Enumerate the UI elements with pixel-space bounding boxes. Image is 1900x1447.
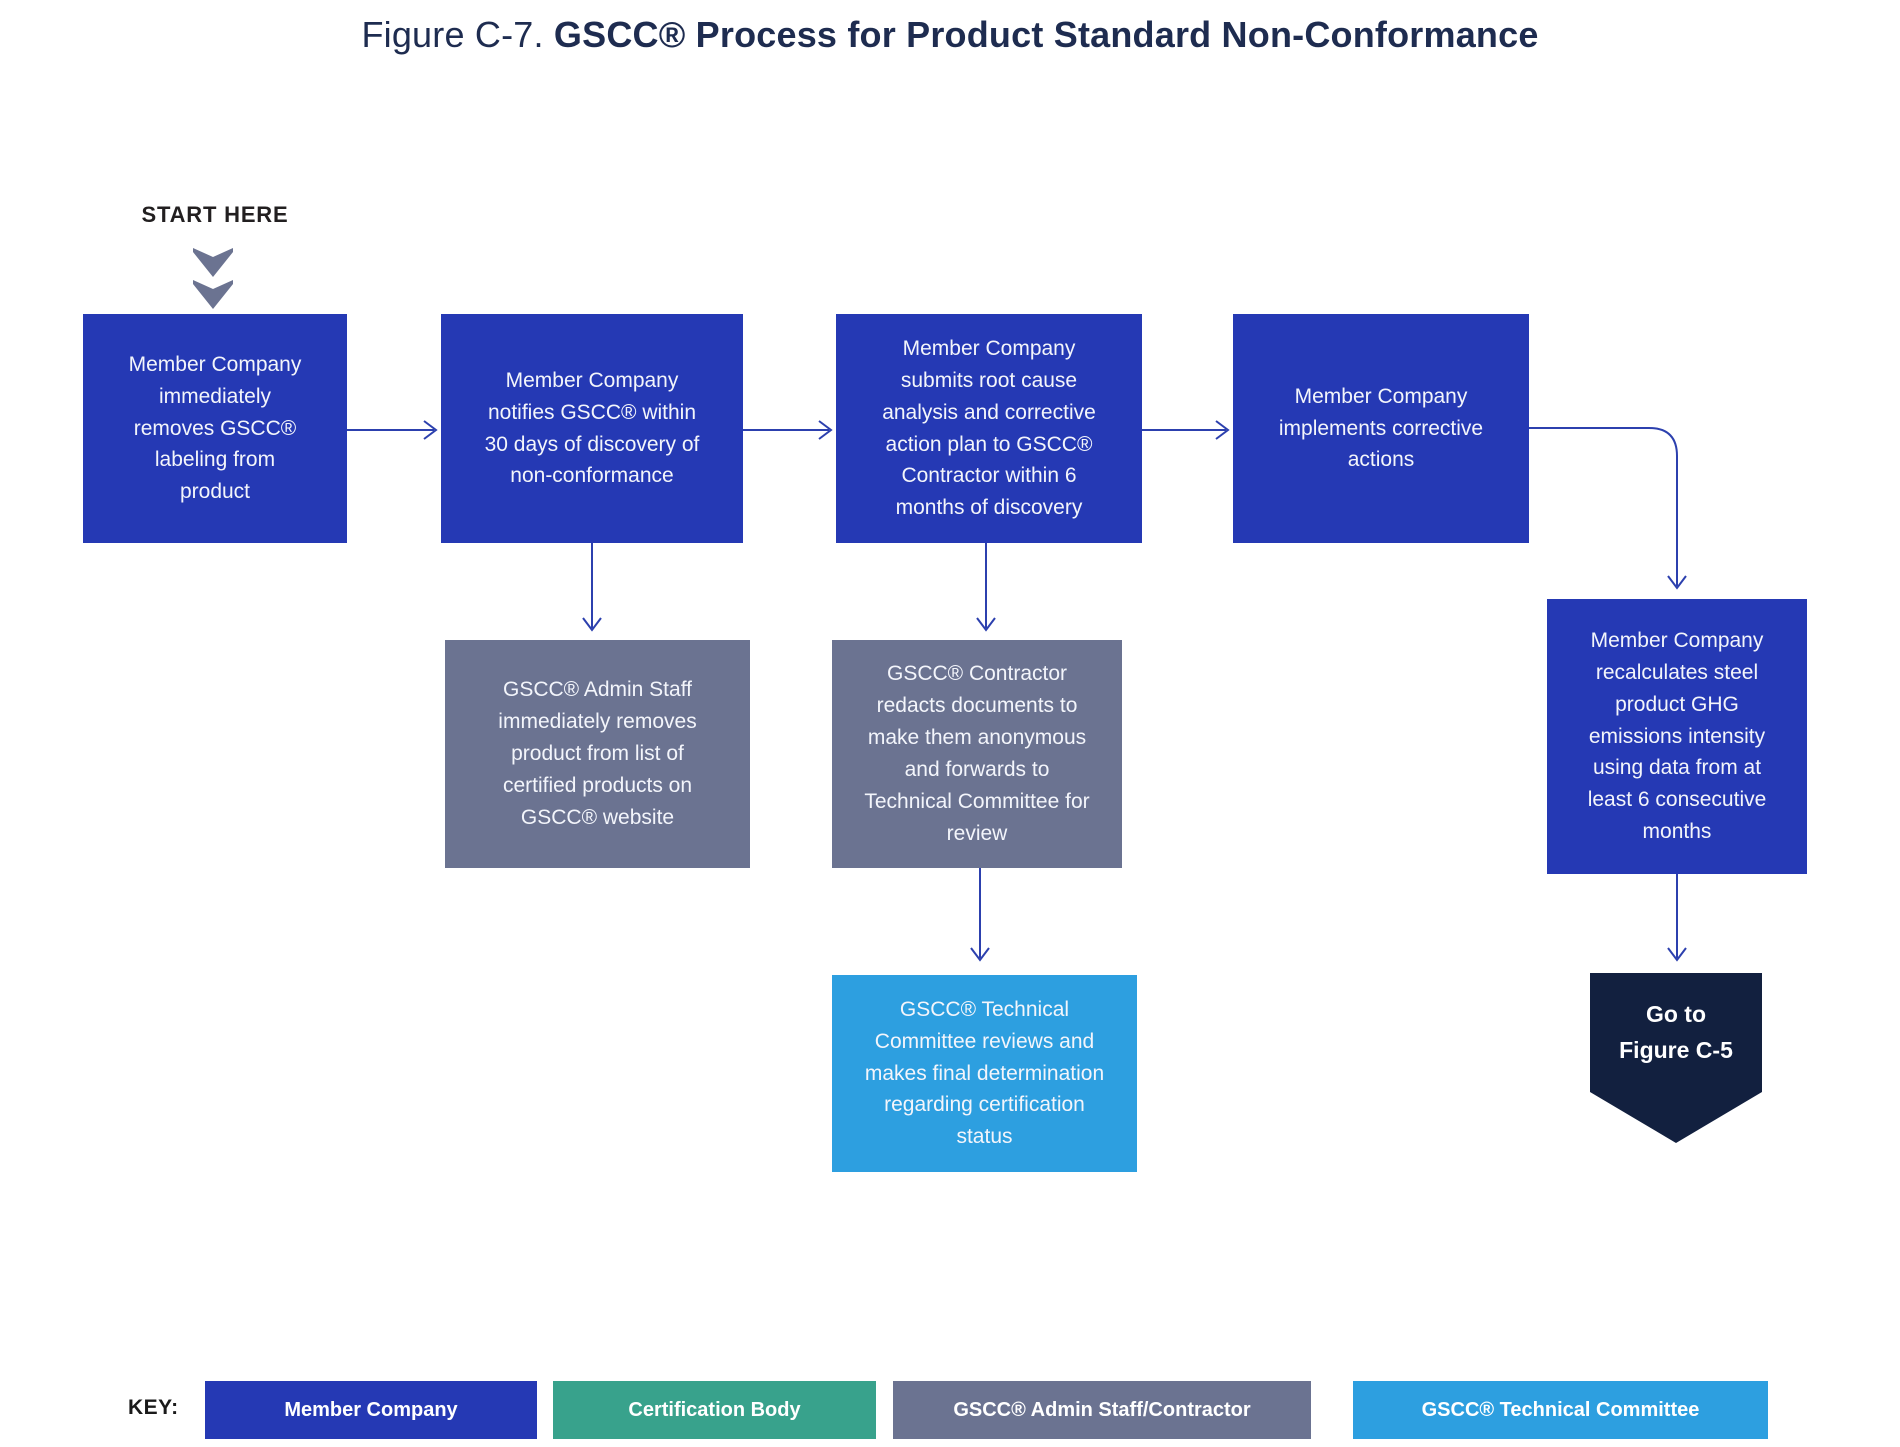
key-swatch-member-company: Member Company (205, 1381, 537, 1439)
flow-box-member-recalculates-ghg: Member Company recalculates steel produc… (1547, 599, 1807, 874)
figure-label: Figure C-7. (361, 14, 554, 55)
key-swatch-technical-committee: GSCC® Technical Committee (1353, 1381, 1768, 1439)
key-swatch-label: GSCC® Technical Committee (1421, 1398, 1700, 1421)
key-swatch-certification-body: Certification Body (553, 1381, 876, 1439)
start-here-label: START HERE (141, 202, 289, 227)
flow-box-admin-staff-removes-product: GSCC® Admin Staff immediately removes pr… (445, 640, 750, 868)
key-label: KEY: (128, 1396, 179, 1419)
goto-figure-c5-pentagon: Go to Figure C-5 (1590, 973, 1762, 1143)
start-chevron-down-icon (193, 248, 233, 309)
key-swatch-admin-staff-contractor: GSCC® Admin Staff/Contractor (893, 1381, 1311, 1439)
key-swatch-label: Member Company (284, 1398, 458, 1421)
flow-box-member-submits-root-cause: Member Company submits root cause analys… (836, 314, 1142, 543)
goto-figure-c5-label: Go to Figure C-5 (1619, 1000, 1733, 1063)
flow-box-member-implements-actions: Member Company implements corrective act… (1233, 314, 1529, 543)
key-swatch-label: GSCC® Admin Staff/Contractor (953, 1398, 1251, 1421)
flow-box-member-removes-labeling: Member Company immediately removes GSCC®… (83, 314, 347, 543)
flow-box-contractor-redacts-documents: GSCC® Contractor redacts documents to ma… (832, 640, 1122, 868)
key-swatch-label: Certification Body (628, 1398, 801, 1421)
flow-box-member-notifies-gscc: Member Company notifies GSCC® within 30 … (441, 314, 743, 543)
page-title: Figure C-7. GSCC® Process for Product St… (0, 14, 1900, 56)
figure-title-text: GSCC® Process for Product Standard Non-C… (553, 14, 1539, 55)
flow-box-technical-committee-reviews: GSCC® Technical Committee reviews and ma… (832, 975, 1137, 1172)
